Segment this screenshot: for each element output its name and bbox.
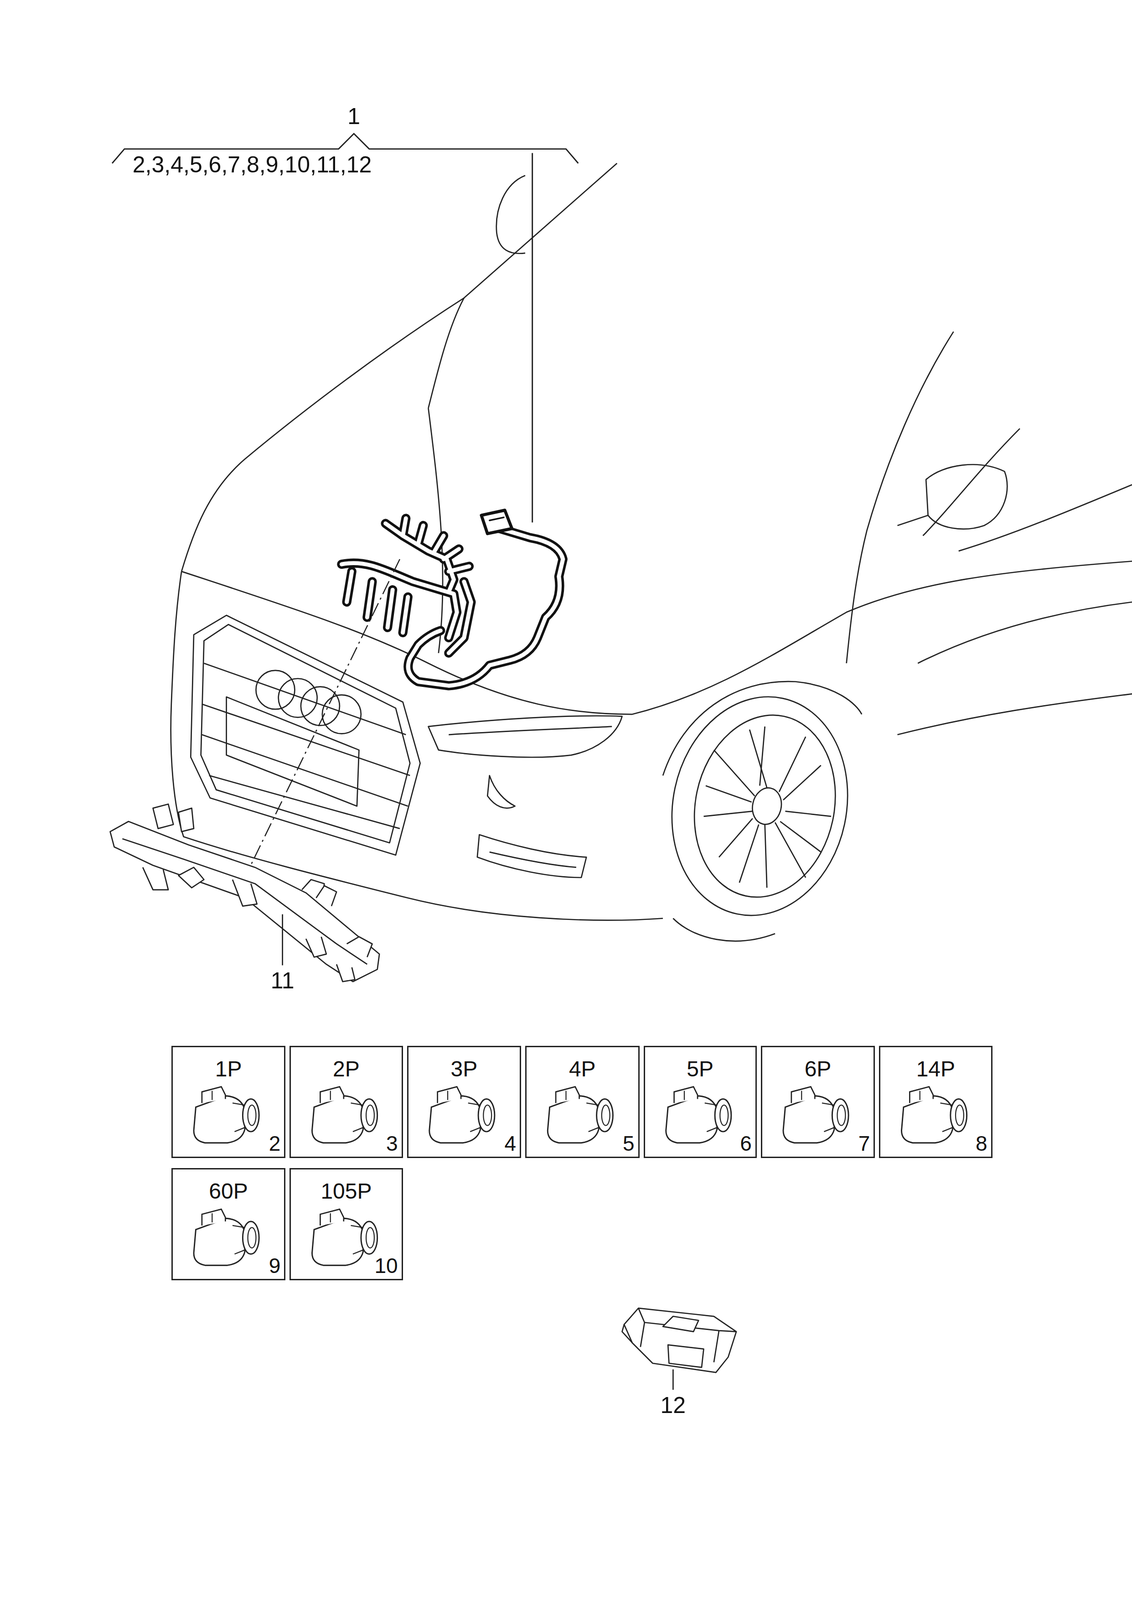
callout-number: 4	[504, 1132, 517, 1154]
connector-box: 1P 2	[171, 1045, 286, 1158]
connector-box: 105P 10	[289, 1167, 403, 1280]
wiring-harness	[341, 510, 563, 686]
group-bracket	[112, 133, 579, 523]
connector-icons	[193, 1086, 967, 1266]
connector-box: 4P 5	[525, 1045, 640, 1158]
connector-box: 5P 6	[643, 1045, 757, 1158]
car-body	[170, 163, 1132, 941]
callout-number: 10	[374, 1254, 398, 1276]
pin-count: 4P	[526, 1057, 639, 1080]
connector-box: 6P 7	[760, 1045, 876, 1158]
callout-number: 7	[858, 1132, 871, 1154]
connector-box: 60P 9	[171, 1167, 286, 1280]
harness-bracket	[110, 803, 380, 982]
pin-count: 105P	[290, 1179, 402, 1202]
holder-clip	[622, 1307, 737, 1372]
pin-count: 3P	[408, 1057, 521, 1080]
pin-count: 1P	[172, 1057, 285, 1080]
leader-line	[281, 914, 284, 966]
callout-number: 3	[386, 1132, 399, 1154]
pin-count: 14P	[880, 1057, 991, 1080]
callout-number: 11	[270, 968, 295, 992]
pin-count: 2P	[290, 1057, 402, 1080]
grille	[190, 615, 420, 855]
leader-line	[244, 558, 400, 878]
pin-count: 6P	[762, 1057, 874, 1080]
callout-number: 6	[739, 1132, 752, 1154]
callout-number: 12	[660, 1393, 687, 1417]
callout-number: 2,3,4,5,6,7,8,9,10,11,12	[132, 153, 373, 176]
connector-box: 3P 4	[407, 1045, 522, 1158]
callout-number: 9	[268, 1254, 281, 1276]
callout-number: 8	[975, 1132, 988, 1154]
pin-count: 60P	[172, 1179, 285, 1202]
callout-number: 1	[347, 104, 361, 128]
connector-box: 14P 8	[878, 1045, 993, 1158]
pin-count: 5P	[645, 1057, 756, 1080]
leader-line	[672, 1368, 674, 1390]
callout-number: 2	[268, 1132, 281, 1154]
connector-box: 2P 3	[289, 1045, 403, 1158]
callout-number: 5	[622, 1132, 635, 1154]
